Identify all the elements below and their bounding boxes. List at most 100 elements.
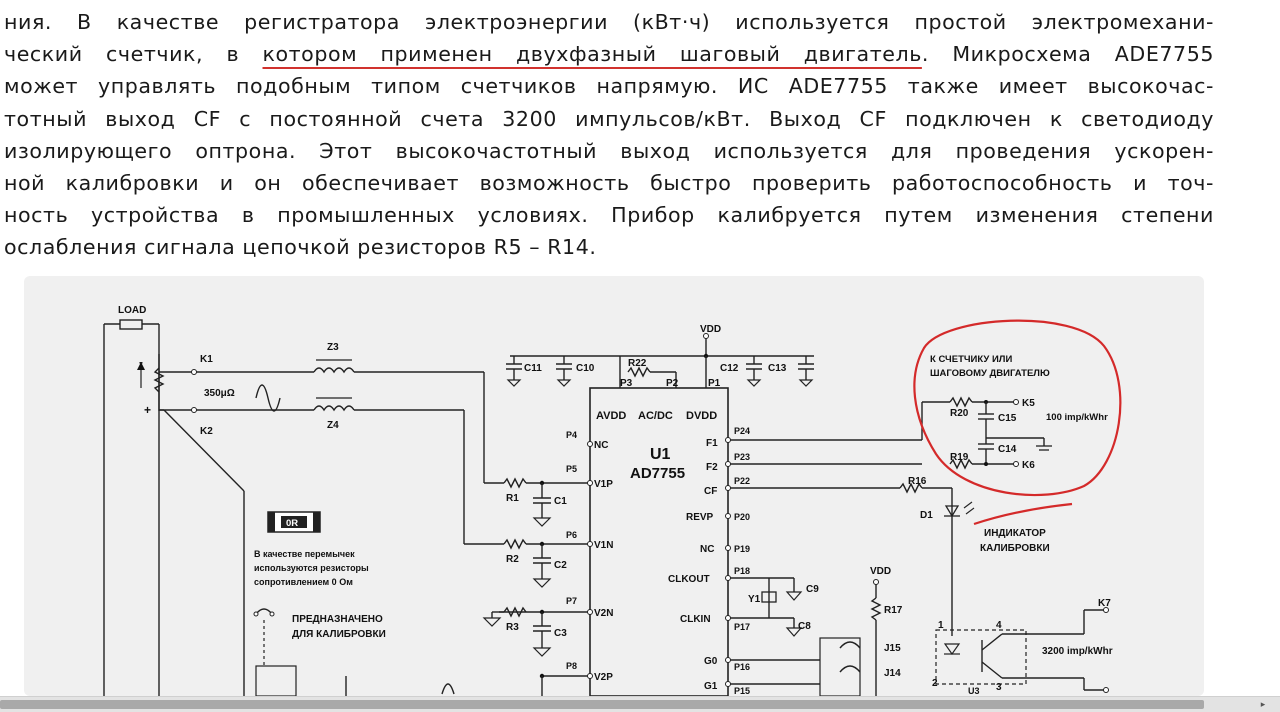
pin-p3-label: P3 — [620, 378, 633, 389]
horizontal-scrollbar[interactable]: ▸ — [0, 696, 1280, 712]
pin-p24-label: P24 — [734, 426, 750, 436]
zero-ohm-label: 0R — [286, 518, 298, 529]
opto-pin-4: 4 — [996, 620, 1002, 631]
text-line-8: ослабления сигнала цепочкой резисторов R… — [4, 235, 597, 260]
r3-label: R3 — [506, 622, 519, 633]
ic-u1: P3 P2 P1 AVDD AC/DC DVDD U1 AD7755 P4 NC… — [566, 378, 750, 696]
opto-pin-3: 3 — [996, 682, 1002, 693]
schematic-drawing: LOAD - + K1 K2 350μΩ Z3 Z4 R — [103, 305, 1122, 696]
u3-label: U3 — [968, 686, 980, 696]
inductor-z4 — [313, 405, 355, 412]
u1-label: U1 — [650, 446, 671, 463]
r2-label: R2 — [506, 554, 519, 565]
c8-label: C8 — [798, 621, 811, 632]
red-annotation — [913, 319, 1122, 526]
ic-part-label: AD7755 — [630, 465, 685, 482]
jumper-note-1: В качестве перемычек — [254, 549, 355, 559]
pin-p16-label: P16 — [734, 662, 750, 672]
body-paragraph: ния. В качестве регистратора электроэнер… — [4, 6, 1214, 264]
dvdd-label: DVDD — [686, 410, 717, 422]
text-line-2: ческий счетчик, в котором применен двухф… — [4, 38, 1214, 70]
red-circle-annotation — [913, 319, 1122, 497]
c11-label: C11 — [524, 363, 542, 374]
r22-label: R22 — [628, 358, 647, 369]
pin-p18-label: P18 — [734, 566, 750, 576]
cf-label: CF — [704, 486, 717, 497]
mains-input: LOAD - + K1 K2 350μΩ Z3 Z4 — [103, 305, 485, 696]
k2-label: K2 — [200, 426, 213, 437]
vdd2-label: VDD — [870, 566, 891, 577]
r17-label: R17 — [884, 605, 903, 616]
r16-label: R16 — [908, 476, 927, 487]
j15-label: J15 — [884, 643, 901, 654]
z4-label: Z4 — [327, 420, 339, 431]
meter-label-2: ШАГОВОМУ ДВИГАТЕЛЮ — [930, 368, 1050, 379]
red-stroke-annotation — [973, 502, 1073, 526]
nc-label: NC — [594, 440, 608, 451]
k7-label: K7 — [1098, 598, 1111, 609]
revp-label: REVP — [686, 512, 714, 523]
d1-label: D1 — [920, 510, 933, 521]
crystal-y1 — [761, 591, 777, 603]
z3-label: Z3 — [327, 342, 339, 353]
c13-label: C13 — [768, 363, 787, 374]
pin-p2-label: P2 — [666, 378, 679, 389]
clkout-label: CLKOUT — [668, 574, 710, 585]
pin-p4-label: P4 — [566, 430, 577, 440]
circuit-schematic: LOAD - + K1 K2 350μΩ Z3 Z4 R — [24, 276, 1204, 696]
calibration-note-2: ДЛЯ КАЛИБРОВКИ — [292, 629, 386, 640]
r19-label: R19 — [950, 452, 969, 463]
pin-p22-label: P22 — [734, 476, 750, 486]
inductor-z3 — [313, 367, 355, 374]
y1-label: Y1 — [748, 594, 761, 605]
input-filters: R1 C1 R2 C2 R3 C3 — [345, 477, 590, 696]
meter-label-1: К СЧЕТЧИКУ ИЛИ — [930, 354, 1012, 365]
load-label: LOAD — [118, 305, 146, 316]
k6-label: K6 — [1022, 460, 1035, 471]
avdd-label: AVDD — [596, 410, 626, 422]
text-line-7: ность устройства в промышленных условиях… — [4, 203, 1214, 228]
c14-label: C14 — [998, 444, 1017, 455]
nc2-label: NC — [700, 544, 714, 555]
text-line-2-start: ческий счетчик, в — [4, 42, 263, 67]
g0-label: G0 — [704, 656, 718, 667]
jumper-note-3: сопротивлением 0 Ом — [254, 577, 353, 587]
supply-decoupling: VDD C11 C10 R22 C12 C13 — [506, 324, 814, 388]
pin-p23-label: P23 — [734, 452, 750, 462]
v1n-label: V1N — [594, 540, 613, 551]
opto-pin-2: 2 — [932, 678, 938, 689]
text-line-2-end: . Микросхема ADE7755 — [921, 42, 1215, 67]
k1-terminal — [191, 369, 197, 375]
text-line-6: ной калибровки и он обеспечивает возможн… — [4, 170, 1214, 195]
pin-p1-label: P1 — [708, 378, 721, 389]
triangle-right-icon[interactable]: ▸ — [1260, 700, 1266, 710]
sine-wave-icon — [255, 384, 281, 412]
indicator-label-1: ИНДИКАТОР — [984, 528, 1046, 539]
text-line-5: изолирующего оптрона. Этот высокочастотн… — [4, 138, 1214, 163]
k2-terminal — [191, 407, 197, 413]
g1-label: G1 — [704, 681, 718, 692]
k5-label: K5 — [1022, 398, 1035, 409]
r20-label: R20 — [950, 408, 969, 419]
arrow-up-icon — [137, 362, 145, 370]
output-section: R16 D1 ИНДИКАТОР КАЛИБРОВКИ К СЧЕТЧИКУ И… — [730, 354, 1113, 696]
c3-label: C3 — [554, 628, 567, 639]
indicator-label-2: КАЛИБРОВКИ — [980, 543, 1050, 554]
rate-100-label: 100 imp/kWhr — [1046, 412, 1108, 423]
c2-label: C2 — [554, 560, 567, 571]
scrollbar-thumb[interactable] — [0, 700, 1204, 709]
rate-3200-label: 3200 imp/kWhr — [1042, 646, 1113, 657]
f1-label: F1 — [706, 438, 718, 449]
shunt-label: 350μΩ — [204, 388, 235, 399]
c12-label: C12 — [720, 363, 739, 374]
text-line-3: может управлять подобным типом счетчиков… — [4, 74, 1214, 99]
svg-text:+: + — [144, 403, 151, 417]
c9-label: C9 — [806, 584, 819, 595]
r1-label: R1 — [506, 493, 519, 504]
k1-label: K1 — [200, 354, 213, 365]
opto-pin-1: 1 — [938, 620, 944, 631]
pin-p15-label: P15 — [734, 686, 750, 696]
text-line-4: тотный выход CF с постоянной счета 3200 … — [4, 106, 1214, 131]
jumper-note-2: используются резисторы — [254, 563, 369, 573]
pin-p19-label: P19 — [734, 544, 750, 554]
